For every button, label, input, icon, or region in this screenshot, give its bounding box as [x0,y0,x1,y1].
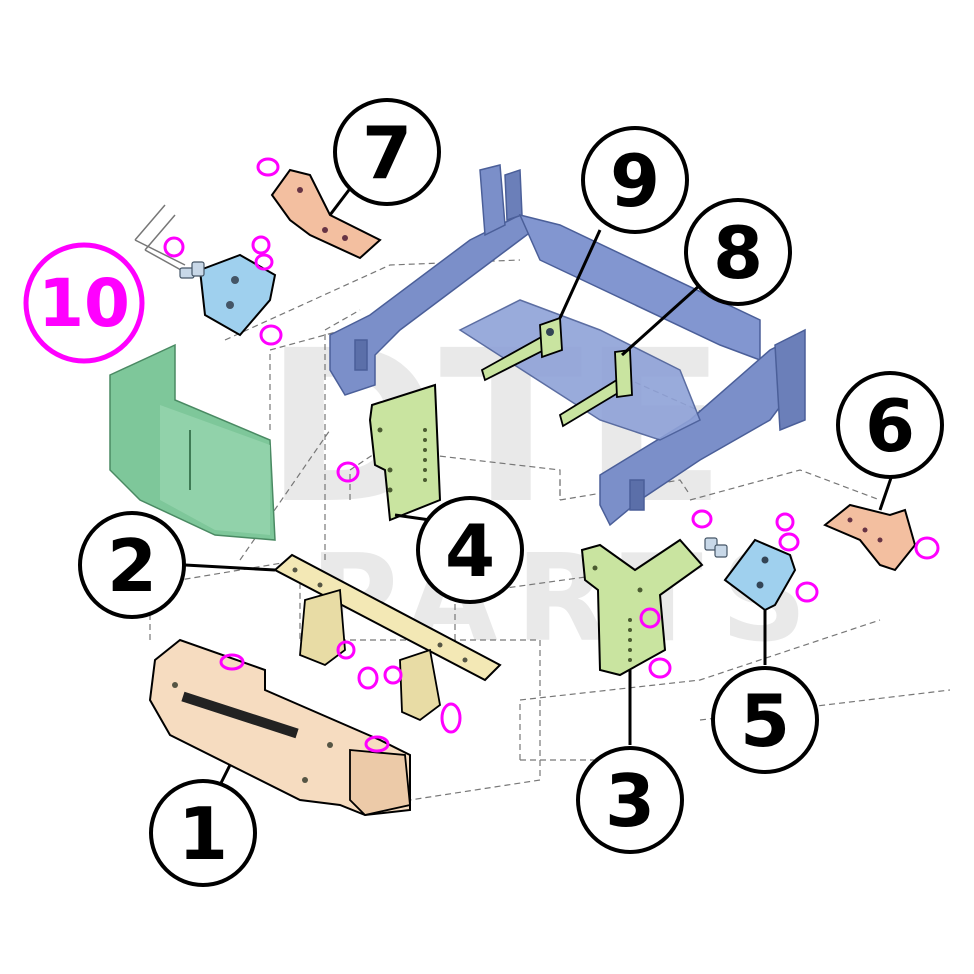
bolt-highlight [639,607,661,629]
clamp-fitting [179,261,205,279]
bracket-6-plate [823,503,917,572]
callout-2-label: 2 [107,524,157,608]
rail-8-mount [614,348,633,399]
frame-bracket-post-2 [629,479,645,511]
crossmember-2-top [273,553,502,682]
bracket-10 [134,204,277,337]
bolt-highlight [440,702,462,734]
bolt-highlight [795,581,819,603]
rail-9 [480,316,563,382]
callout-3: 3 [576,746,684,854]
bolt-highlight [775,512,795,532]
winch-plate-1 [148,638,411,817]
bracket-7 [270,168,382,260]
bracket-5 [704,537,797,612]
rail-9-bolt [546,328,554,336]
callout-5-label: 5 [740,679,790,763]
frame-inner-rail [458,299,701,441]
bracket-4-holes [377,427,427,493]
callout-8: 8 [684,198,792,306]
bolt-highlight [357,666,379,690]
bumper-part [109,343,276,541]
callout-4-label: 4 [445,509,495,593]
bracket-6 [823,503,917,572]
bolt-highlight [336,461,360,483]
frame-upright-left [479,164,506,237]
callout-10-label: 10 [38,265,130,342]
bolt-highlight [364,735,390,753]
callout-1-label: 1 [178,792,228,876]
bracket-10-hole [231,276,239,284]
winch-slot [181,691,299,739]
bolt-highlight [336,640,356,660]
bolt-highlight [648,657,672,679]
crossmember-2-leg-left [299,588,346,667]
callout-9: 9 [581,126,689,234]
bolt-highlight [163,236,185,258]
bolt-highlight [691,509,713,529]
bracket-4-plate [368,383,442,522]
callout-5: 5 [711,666,819,774]
callout-8-label: 8 [713,211,763,295]
main-frame [329,164,806,527]
bracket-10-plate [198,253,277,337]
callout-6-label: 6 [865,384,915,468]
bracket-3-plate [580,538,704,677]
bracket-7-hole-2 [322,227,328,233]
bolt-highlight [256,157,280,177]
cable-lines [134,204,191,276]
winch-plate-side [349,749,411,816]
callout-7-label: 7 [362,111,412,195]
callout-3-label: 3 [605,759,655,843]
frame-left-rail [329,214,542,396]
bolt-highlight [383,665,403,685]
callout-7: 7 [333,98,441,206]
frame-bracket-post [354,339,368,371]
frame-right-rail [599,333,801,527]
bolt-highlight [219,653,245,671]
bracket-4 [368,383,442,522]
callout-leaders [184,181,894,786]
bolt-highlight [778,532,800,552]
bolt-highlight [914,536,940,560]
bracket-10-hole-2 [226,301,234,309]
bracket-3-holes [592,565,643,662]
rail-9-mount [539,316,563,359]
callout-2: 2 [78,511,186,619]
bumper-inner [160,405,270,535]
callout-10: 10 [23,242,145,364]
bracket-7-hole-3 [342,235,348,241]
bolt-highlight [254,253,274,271]
frame-upright-right [774,328,806,432]
bracket-3 [580,538,704,677]
clamp-fitting-5 [704,537,728,558]
frame-upright-left-2 [504,168,523,222]
callout-1: 1 [149,779,257,887]
bolt-highlights [163,157,940,753]
callout-6: 6 [836,371,944,479]
bolt-highlight [259,324,283,346]
callout-4: 4 [416,496,524,604]
bracket-7-hole [297,187,303,193]
bolt-highlight [251,235,271,255]
crossmember-2-leg-right [399,648,441,722]
crossmember-2 [273,553,502,722]
callout-9-label: 9 [610,139,660,223]
